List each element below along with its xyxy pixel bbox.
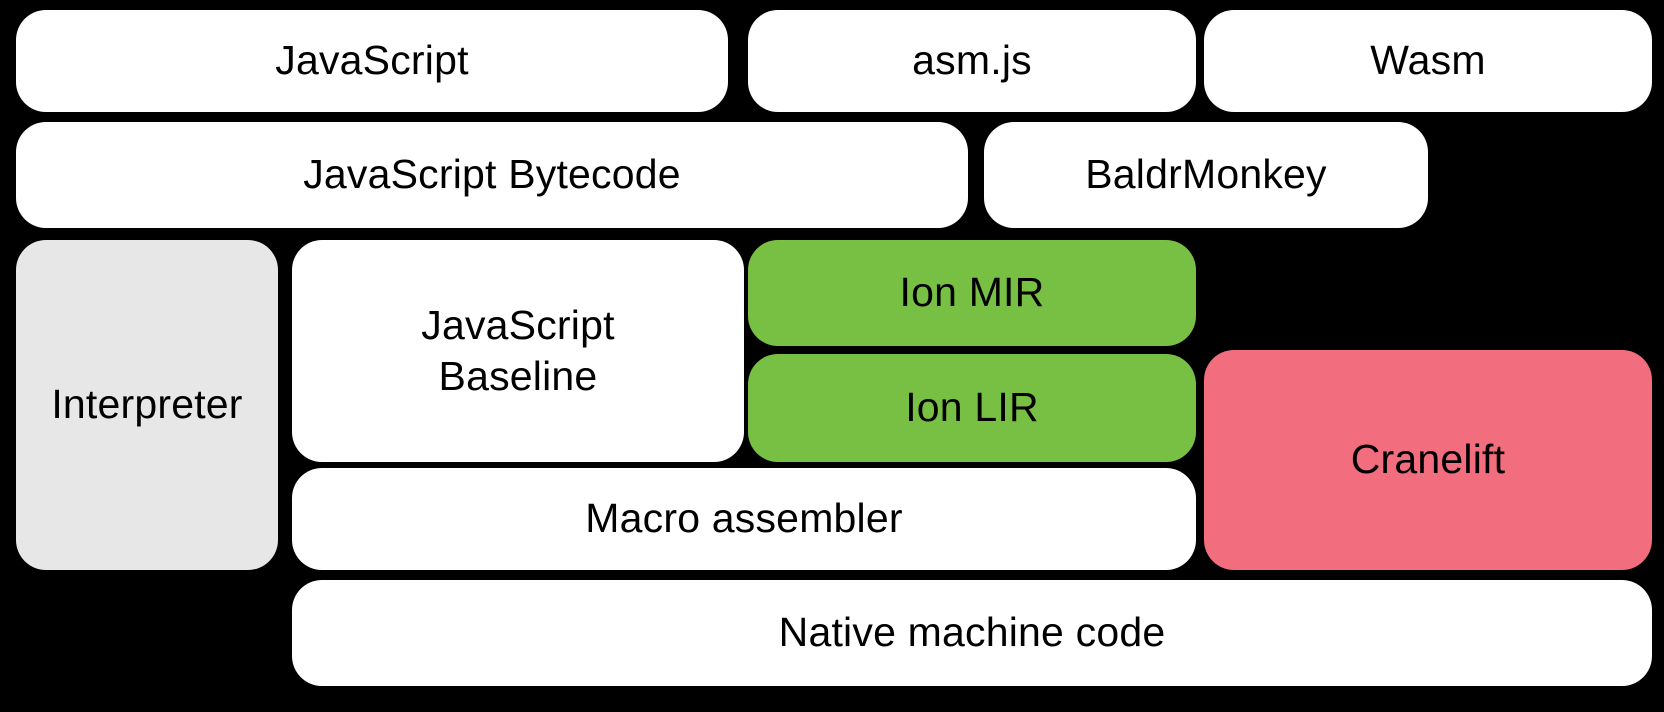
box-javascript-label: JavaScript [275,37,469,84]
box-javascript-bytecode-label: JavaScript Bytecode [303,151,681,198]
box-ion-lir-label: Ion LIR [905,384,1039,431]
box-native-machine-code: Native machine code [292,580,1652,686]
box-asmjs: asm.js [748,10,1196,112]
box-javascript-baseline-label: JavaScript Baseline [421,301,615,399]
box-baldrmonkey-label: BaldrMonkey [1085,151,1327,198]
box-interpreter: Interpreter [16,240,278,570]
box-cranelift: Cranelift [1204,350,1652,570]
box-baldrmonkey: BaldrMonkey [984,122,1428,228]
box-macro-assembler-label: Macro assembler [585,495,903,542]
box-ion-mir: Ion MIR [748,240,1196,346]
box-javascript-baseline: JavaScript Baseline [292,240,744,462]
box-wasm-label: Wasm [1370,37,1486,84]
box-native-machine-code-label: Native machine code [778,609,1166,656]
box-macro-assembler: Macro assembler [292,468,1196,570]
box-cranelift-label: Cranelift [1350,436,1506,483]
box-ion-lir: Ion LIR [748,354,1196,462]
box-asmjs-label: asm.js [912,37,1032,84]
box-javascript-bytecode: JavaScript Bytecode [16,122,968,228]
box-ion-mir-label: Ion MIR [899,269,1045,316]
box-wasm: Wasm [1204,10,1652,112]
box-javascript: JavaScript [16,10,728,112]
box-interpreter-label: Interpreter [51,381,243,428]
